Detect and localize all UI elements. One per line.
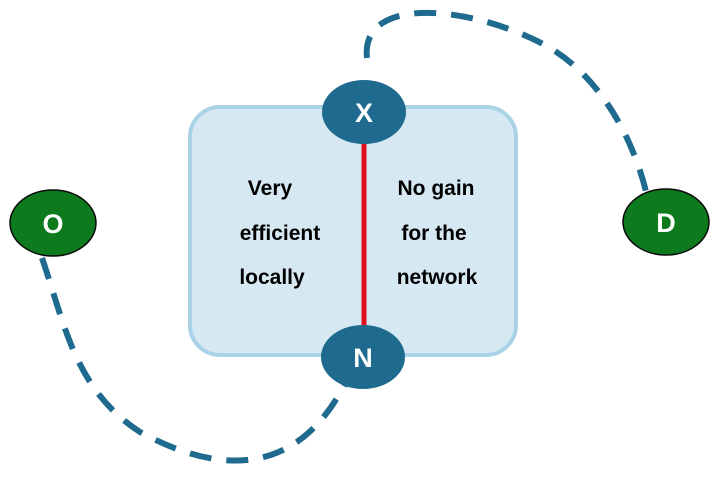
right-caption: No gain for the network <box>397 177 478 289</box>
node-x-label: X <box>355 98 373 128</box>
right-caption-line-1: No gain <box>398 177 475 200</box>
node-destination[interactable]: D <box>622 188 710 256</box>
left-caption-line-2: efficient <box>240 222 321 245</box>
dashed-path-o-to-n <box>39 257 350 464</box>
left-caption: Very efficient locally <box>239 177 320 289</box>
node-destination-label: D <box>656 208 676 238</box>
left-caption-line-3: locally <box>239 266 305 289</box>
left-caption-line-1: Very <box>248 177 293 200</box>
right-caption-line-3: network <box>397 266 478 289</box>
node-n-label: N <box>353 343 373 373</box>
node-x-shape <box>322 80 406 144</box>
node-origin[interactable]: O <box>9 189 97 257</box>
node-origin-shape <box>9 189 97 257</box>
node-destination-shape <box>622 188 710 256</box>
node-n[interactable]: N <box>321 325 405 389</box>
node-origin-label: O <box>42 209 63 239</box>
right-caption-line-2: for the <box>401 222 466 245</box>
node-x[interactable]: X <box>322 80 406 144</box>
dashed-path-x-to-d <box>363 9 651 201</box>
node-n-shape <box>321 325 405 389</box>
